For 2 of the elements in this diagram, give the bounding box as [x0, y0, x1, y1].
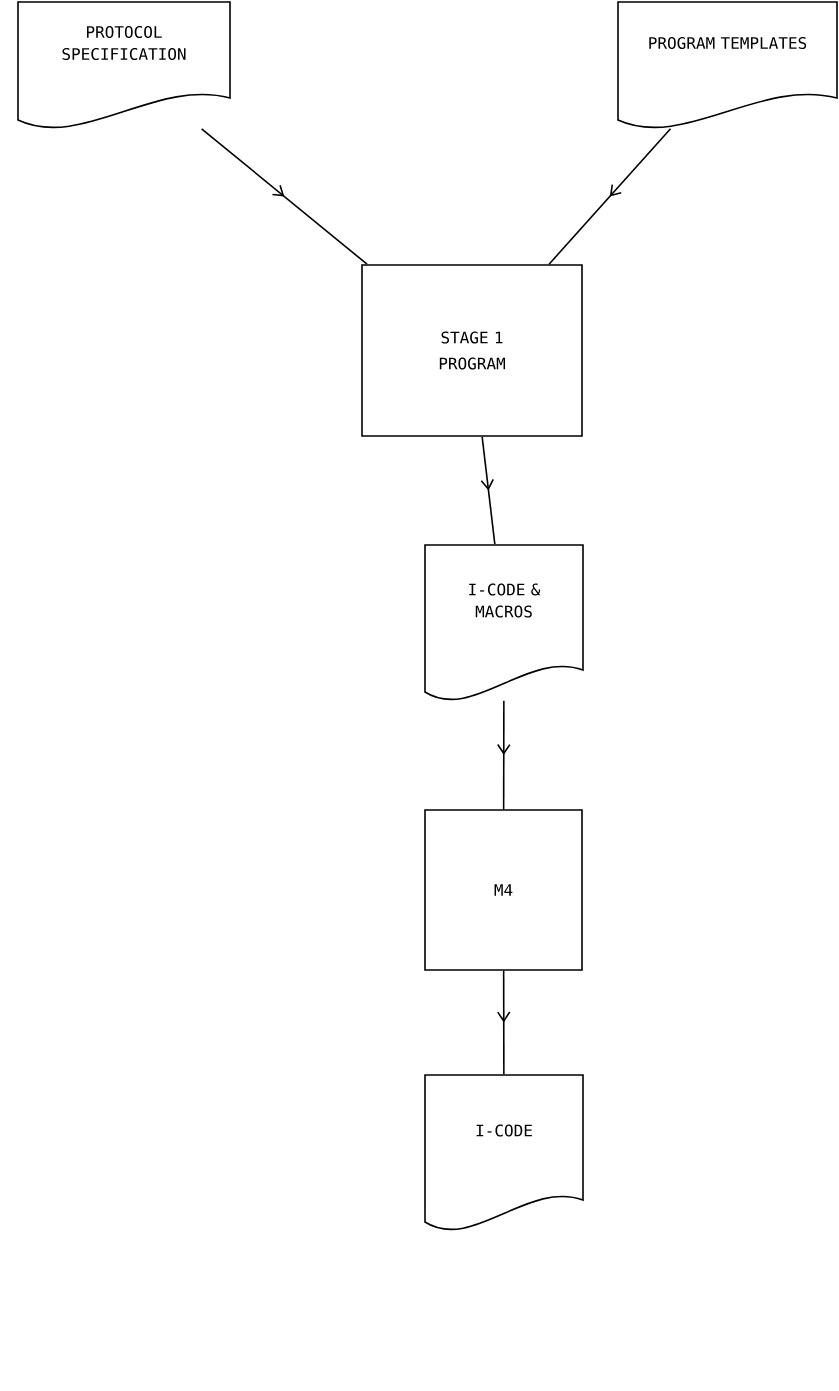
process-box: M4 [424, 809, 583, 971]
process-box: STAGE 1 PROGRAM [361, 264, 583, 437]
